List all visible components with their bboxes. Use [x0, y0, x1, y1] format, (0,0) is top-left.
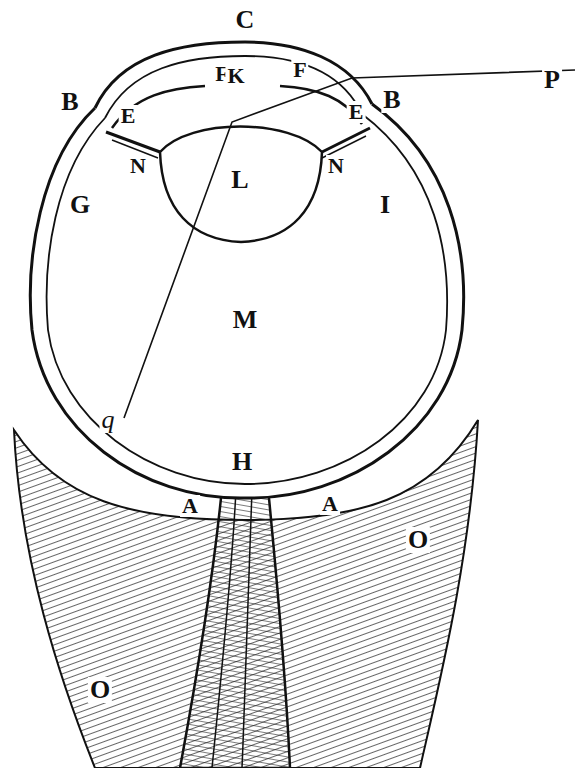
- part-letter: M: [231, 307, 260, 333]
- part-letter: L: [229, 167, 250, 193]
- part-letter: O: [88, 677, 112, 703]
- part-letter: B: [381, 87, 402, 113]
- part-letter: K: [225, 65, 246, 87]
- part-letter: H: [230, 449, 254, 475]
- part-letter: A: [180, 495, 200, 517]
- part-letter: C: [234, 7, 257, 33]
- part-letter: I: [378, 192, 392, 218]
- part-letter: E: [119, 105, 138, 127]
- part-letter: N: [128, 155, 148, 177]
- part-letter: B: [59, 89, 80, 115]
- part-letter: q: [100, 407, 117, 433]
- part-letter: N: [326, 155, 346, 177]
- part-letter: E: [347, 101, 366, 123]
- part-letter: O: [406, 527, 430, 553]
- part-letter: P: [542, 67, 562, 93]
- part-letter: F: [291, 59, 308, 81]
- part-letter: G: [68, 192, 92, 218]
- part-letter: A: [320, 493, 340, 515]
